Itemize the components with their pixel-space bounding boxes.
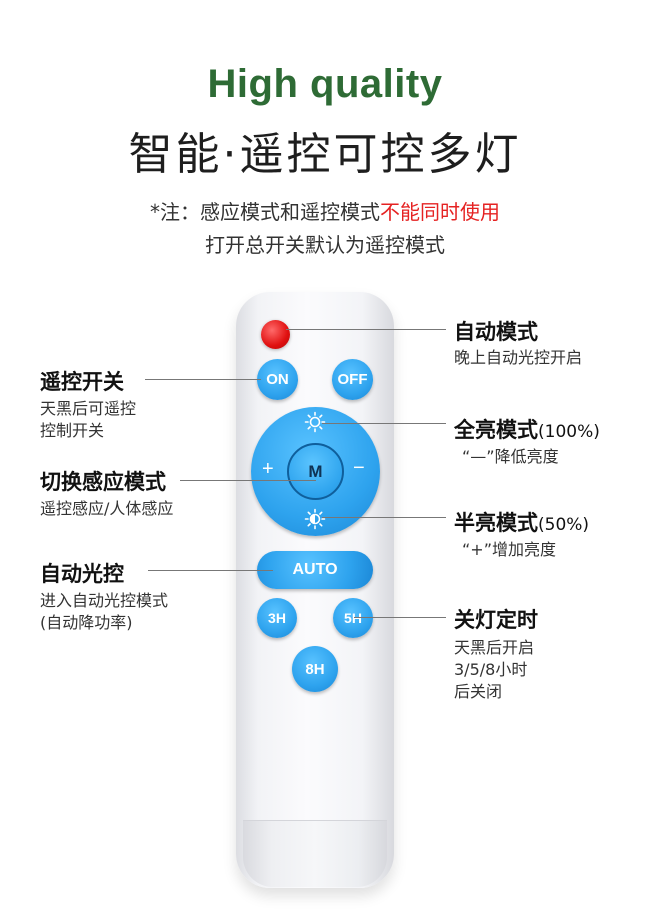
timer-8h-button[interactable]: 8H — [292, 646, 338, 692]
full-bright-desc: “—”降低亮度 — [462, 447, 559, 466]
off-button[interactable]: OFF — [332, 359, 373, 400]
remote-switch-title: 遥控开关 — [40, 370, 124, 394]
auto-light-desc-2: (自动降功率) — [40, 613, 133, 632]
note-highlight: 不能同时使用 — [380, 200, 500, 224]
full-bright-sun-icon[interactable] — [304, 411, 326, 433]
half-bright-callout: 半亮模式(50%) — [454, 507, 589, 537]
half-bright-sun-icon[interactable] — [304, 508, 326, 530]
leader-auto-light — [148, 570, 273, 571]
timer-5h-button[interactable]: 5H — [333, 598, 373, 638]
timer-off-desc-2: 3/5/8小时 — [454, 660, 528, 679]
plus-button[interactable]: + — [262, 458, 274, 480]
title-chinese: 智能·遥控可控多灯 — [128, 129, 522, 180]
auto-light-title: 自动光控 — [40, 562, 124, 586]
leader-full-bright — [322, 423, 446, 424]
leader-switch-sensor — [180, 480, 316, 481]
mode-button[interactable]: M — [287, 443, 344, 500]
leader-auto-mode — [286, 329, 446, 330]
auto-mode-title: 自动模式 — [454, 320, 538, 344]
auto-mode-desc: 晚上自动光控开启 — [454, 348, 583, 367]
note-prefix: *注：感应模式和遥控模式 — [150, 200, 380, 224]
timer-off-title: 关灯定时 — [454, 608, 538, 632]
remote-switch-desc-1: 天黑后可遥控 — [40, 399, 137, 418]
leader-remote-switch — [145, 379, 261, 380]
leader-half-bright — [322, 517, 446, 518]
note-line-1: *注：感应模式和遥控模式不能同时使用 — [0, 196, 650, 225]
timer-off-desc-1: 天黑后开启 — [454, 638, 535, 657]
indicator-led — [261, 320, 290, 349]
switch-sensor-title: 切换感应模式 — [40, 470, 166, 494]
full-bright-title: 全亮模式 — [454, 418, 538, 442]
remote-switch-desc-2: 控制开关 — [40, 421, 105, 440]
half-bright-title: 半亮模式 — [454, 511, 538, 535]
on-button[interactable]: ON — [257, 359, 298, 400]
timer-3h-button[interactable]: 3H — [257, 598, 297, 638]
auto-light-desc-1: 进入自动光控模式 — [40, 591, 169, 610]
timer-off-desc-3: 后关闭 — [454, 682, 503, 701]
remote-battery-cover — [243, 820, 387, 887]
auto-button[interactable]: AUTO — [257, 551, 373, 589]
leader-timer — [354, 617, 446, 618]
switch-sensor-desc: 遥控感应/人体感应 — [40, 499, 174, 518]
full-bright-callout: 全亮模式(100%) — [454, 414, 600, 444]
note-line-2: 打开总开关默认为遥控模式 — [205, 233, 445, 257]
half-bright-percent: (50%) — [538, 515, 590, 535]
minus-button[interactable]: − — [353, 457, 365, 479]
half-bright-desc: “+”增加亮度 — [462, 540, 556, 559]
full-bright-percent: (100%) — [538, 422, 600, 442]
title-english: High quality — [207, 62, 443, 106]
